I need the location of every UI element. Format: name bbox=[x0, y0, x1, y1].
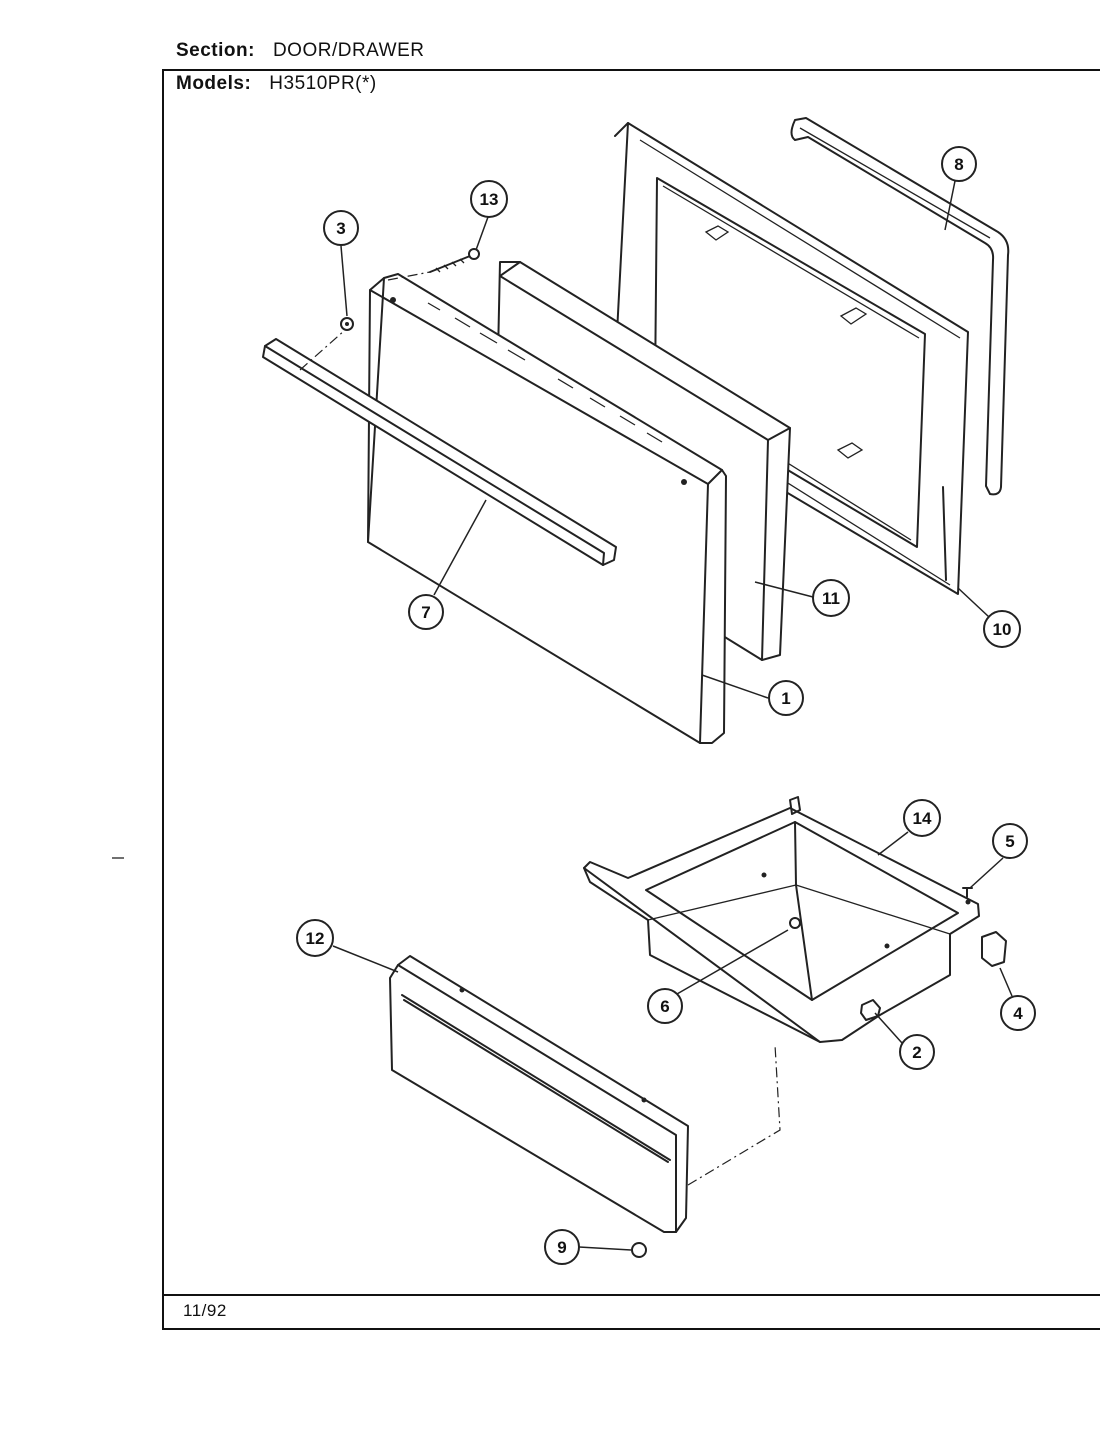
section-value: DOOR/DRAWER bbox=[272, 40, 425, 61]
callout-3-label: 3 bbox=[336, 219, 345, 238]
section-label: Section: bbox=[176, 40, 255, 61]
drawer-screw-5-part bbox=[962, 887, 973, 898]
callout-7-label: 7 bbox=[421, 603, 430, 622]
drawer-stop-4-part bbox=[981, 931, 1007, 967]
callout-1-label: 1 bbox=[781, 689, 790, 708]
callout-13-label: 13 bbox=[480, 190, 499, 209]
callout-10-label: 10 bbox=[993, 620, 1012, 639]
drawer-front-part bbox=[389, 955, 689, 1233]
callout-12: 12 bbox=[296, 919, 399, 973]
frame-left-rule bbox=[162, 69, 164, 1330]
models-label: Models: bbox=[176, 73, 252, 94]
drawer-body-part bbox=[583, 796, 980, 1043]
callout-14-label: 14 bbox=[913, 809, 932, 828]
callout-11-label: 11 bbox=[822, 589, 840, 608]
frame-bottom-rule bbox=[162, 1328, 1100, 1330]
callout-11: 11 bbox=[754, 579, 850, 617]
callout-1: 1 bbox=[701, 674, 804, 716]
callout-5-label: 5 bbox=[1005, 832, 1014, 851]
callout-8: 8 bbox=[941, 146, 977, 231]
door-gasket-part bbox=[790, 117, 1010, 496]
callout-8-label: 8 bbox=[954, 155, 963, 174]
callout-7: 7 bbox=[408, 499, 487, 630]
callout-9-label: 9 bbox=[557, 1238, 566, 1257]
callout-10: 10 bbox=[957, 587, 1021, 648]
callout-12-label: 12 bbox=[306, 929, 325, 948]
handle-nut-part bbox=[340, 317, 354, 331]
revision-date: 11/92 bbox=[183, 1301, 227, 1320]
callout-6: 6 bbox=[647, 929, 789, 1024]
callout-4-label: 4 bbox=[1013, 1004, 1023, 1023]
frame-top-rule bbox=[162, 69, 1100, 71]
callout-14: 14 bbox=[877, 799, 941, 856]
callout-2: 2 bbox=[874, 1012, 935, 1070]
frame-footer-rule bbox=[162, 1294, 1100, 1296]
callout-6-label: 6 bbox=[660, 997, 669, 1016]
callout-4: 4 bbox=[999, 967, 1036, 1031]
callout-5: 5 bbox=[969, 823, 1028, 889]
drawer-knob-9-part bbox=[631, 1242, 647, 1258]
door-handle-part bbox=[262, 338, 617, 566]
section-heading: Section: DOOR/DRAWER bbox=[176, 40, 424, 62]
callout-2-label: 2 bbox=[912, 1043, 921, 1062]
callout-3: 3 bbox=[323, 210, 359, 317]
models-heading: Models: H3510PR(*) bbox=[176, 73, 377, 95]
callout-13: 13 bbox=[470, 180, 508, 251]
models-value: H3510PR(*) bbox=[269, 73, 377, 94]
handle-screw-part bbox=[429, 248, 480, 273]
drawer-screw-6-part bbox=[789, 917, 801, 929]
callout-9: 9 bbox=[544, 1229, 632, 1265]
